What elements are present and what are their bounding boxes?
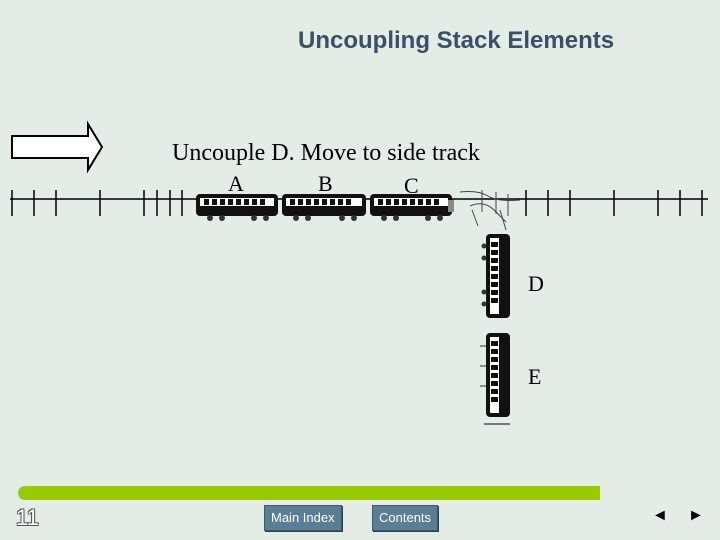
car-label-e: E — [528, 364, 541, 389]
prev-arrow-icon[interactable]: ◄ — [652, 507, 668, 524]
train-car-a — [196, 194, 278, 221]
car-label-b: B — [318, 171, 333, 196]
train-car-e — [480, 333, 510, 425]
car-label-d: D — [528, 271, 544, 296]
train-diagram: Uncouple D. Move to side track A B C D E — [10, 120, 708, 425]
train-car-b — [282, 194, 366, 221]
train-car-c — [370, 194, 454, 221]
car-label-c: C — [404, 173, 419, 198]
car-label-a: A — [228, 171, 244, 196]
slide-number: 11 — [16, 505, 39, 530]
train-car-d — [481, 234, 510, 318]
contents-button[interactable]: Contents — [372, 505, 439, 531]
right-arrow-icon — [11, 120, 104, 174]
accent-bar — [18, 486, 600, 500]
next-arrow-icon[interactable]: ► — [688, 507, 704, 524]
track-switch — [459, 190, 521, 231]
slide-title: Uncoupling Stack Elements — [298, 27, 615, 54]
caption-text: Uncouple D. Move to side track — [172, 140, 480, 166]
main-index-button[interactable]: Main Index — [264, 505, 342, 531]
